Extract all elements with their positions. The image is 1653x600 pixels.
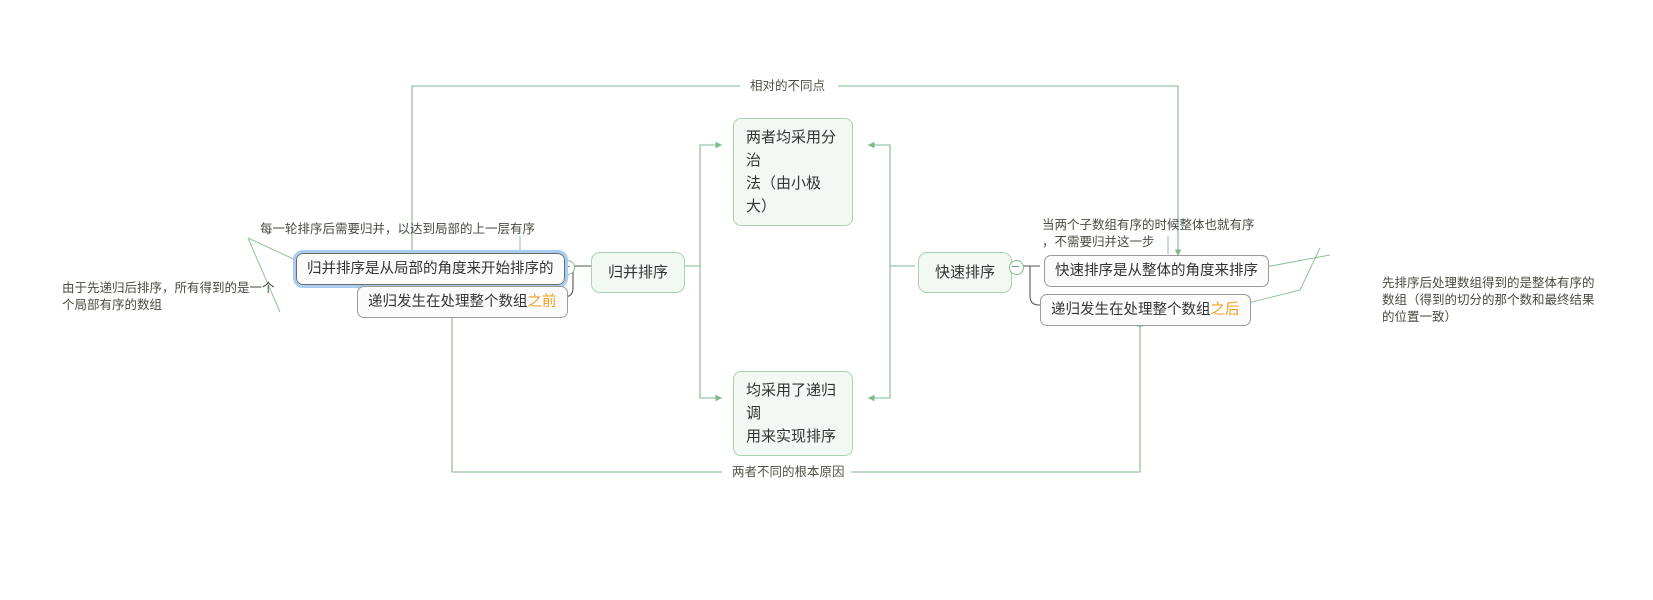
topic-quick-sort[interactable]: 快速排序	[918, 252, 1013, 293]
relationship-label-bottom[interactable]: 两者不同的根本原因	[726, 464, 851, 480]
relationship-label-top[interactable]: 相对的不同点	[744, 78, 832, 94]
leaf-quick-recursion-order[interactable]: 递归发生在处理整个数组之后	[1040, 294, 1251, 326]
note-merge-above[interactable]: 每一轮排序后需要归并，以达到局部的上一层有序	[260, 222, 536, 236]
leaf-merge-recursion-order-prefix: 递归发生在处理整个数组	[368, 294, 528, 310]
leaf-merge-recursion-order-highlight: 之前	[527, 294, 557, 310]
leaf-quick-global-view-label: 快速排序是从整体的角度来排序	[1055, 263, 1258, 279]
leaf-quick-recursion-order-highlight: 之后	[1210, 302, 1240, 318]
note-quick-right[interactable]: 先排序后处理数组得到的是整体有序的 数组（得到的切分的那个数和最终结果 的位置一…	[1382, 276, 1595, 324]
leaf-merge-local-view-label: 归并排序是从局部的角度来开始排序的	[307, 261, 554, 277]
leaf-quick-recursion-order-prefix: 递归发生在处理整个数组	[1051, 302, 1211, 318]
leaf-merge-recursion-order[interactable]: 递归发生在处理整个数组之前	[357, 286, 568, 318]
shared-node-divide-conquer[interactable]: 两者均采用分治 法（由小极大）	[733, 118, 853, 226]
collapse-toggle-quick-sort[interactable]	[1009, 260, 1024, 275]
leaf-merge-local-view[interactable]: 归并排序是从局部的角度来开始排序的	[293, 250, 568, 288]
note-quick-above[interactable]: 当两个子数组有序的时候整体也就有序 ，不需要归并这一步	[1042, 218, 1255, 249]
note-merge-left[interactable]: 由于先递归后排序，所有得到的是一个 个局部有序的数组	[62, 281, 275, 312]
shared-node-recursion[interactable]: 均采用了递归调 用来实现排序	[733, 371, 853, 456]
topic-merge-sort[interactable]: 归并排序	[591, 252, 686, 293]
leaf-quick-global-view[interactable]: 快速排序是从整体的角度来排序	[1044, 255, 1269, 287]
